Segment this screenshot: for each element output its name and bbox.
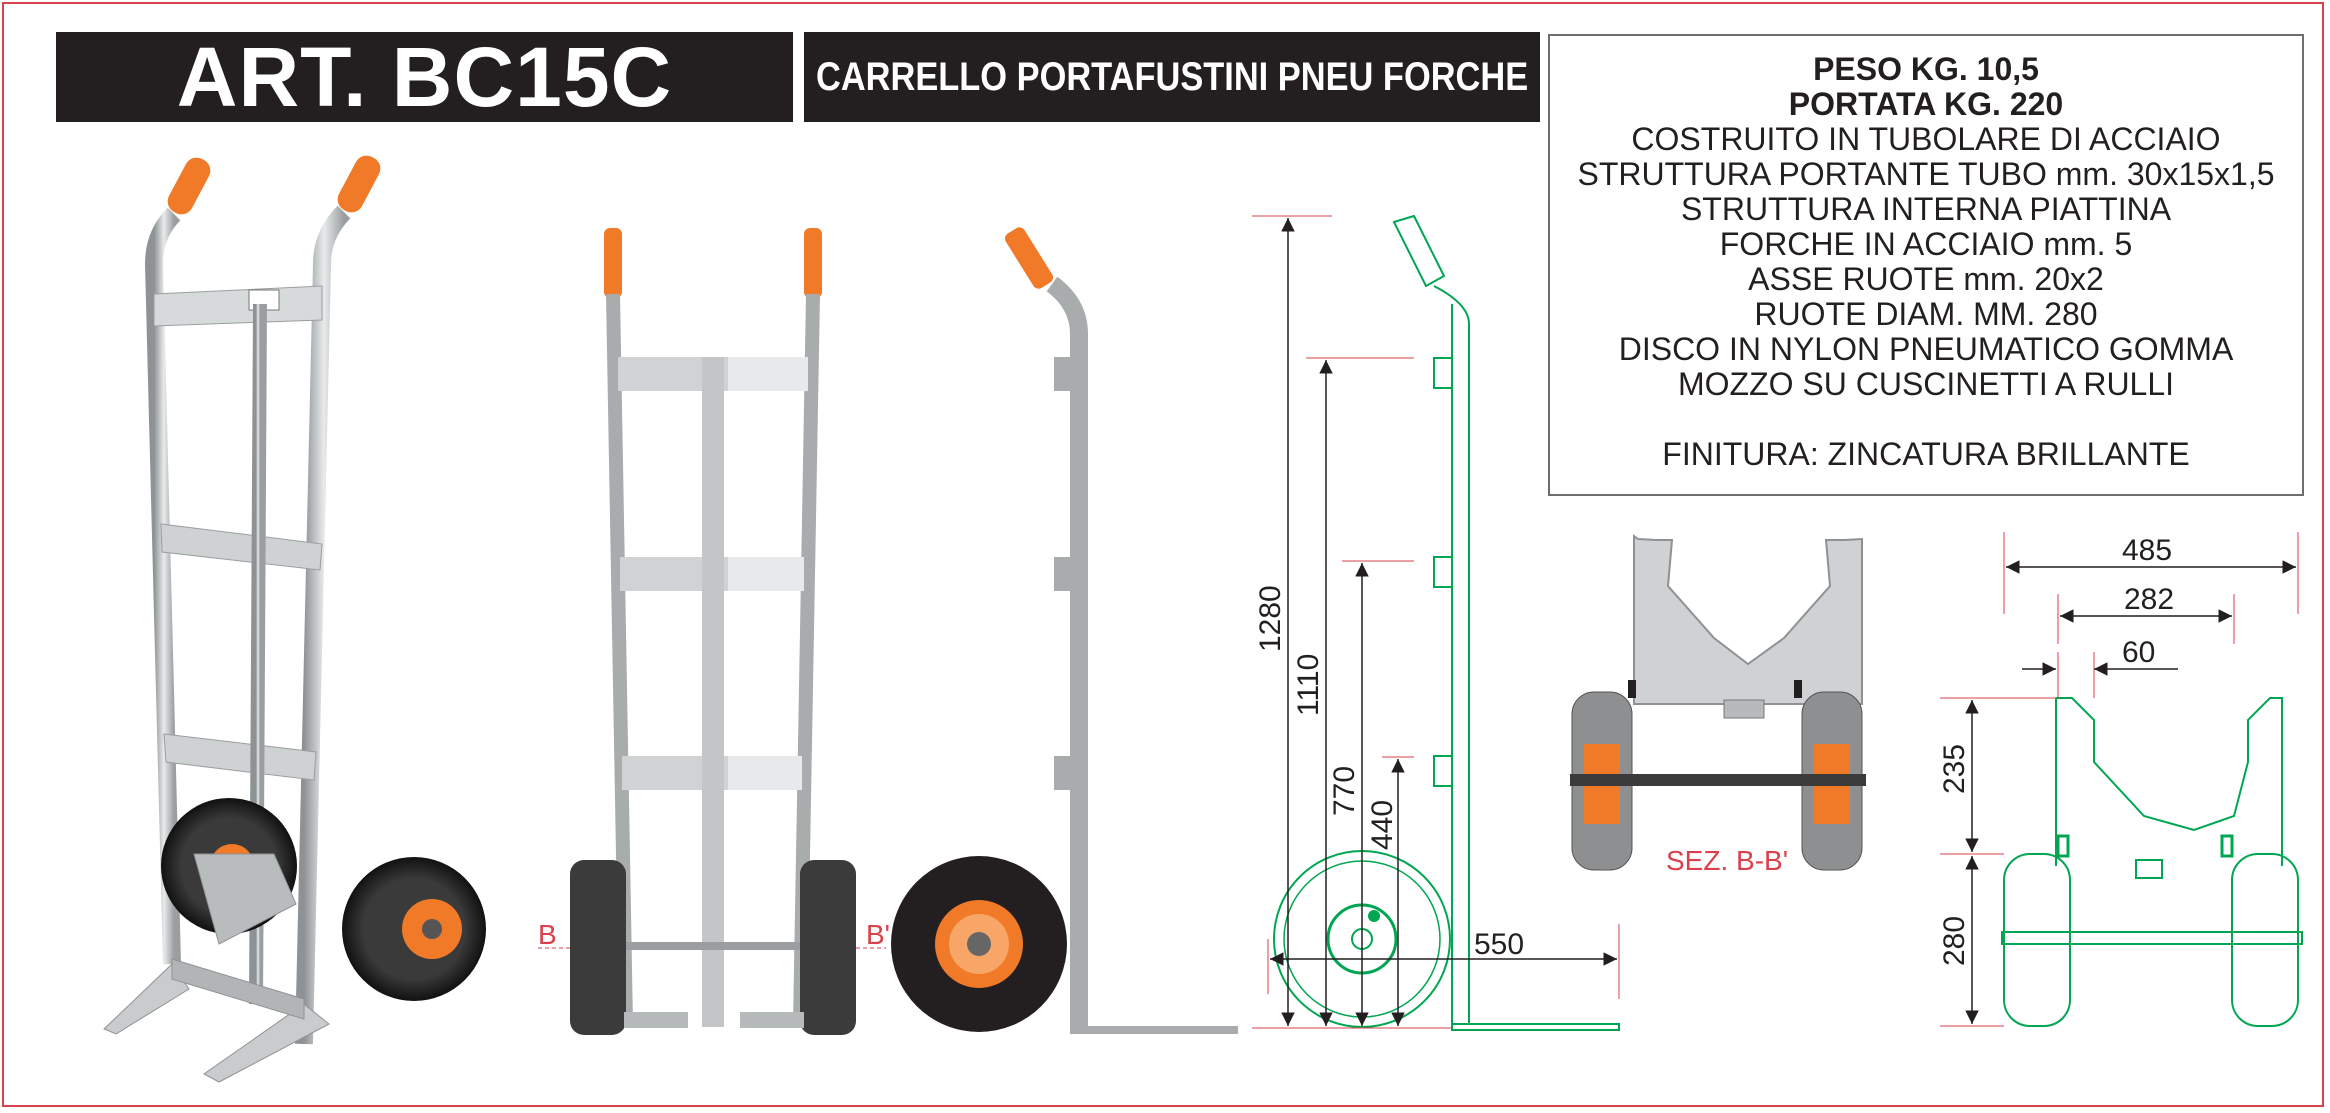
trolley-side-view — [891, 227, 1238, 1034]
spec-weight: PESO KG. 10,5 — [1813, 51, 2039, 87]
spec-line: RUOTE DIAM. MM. 280 — [1754, 296, 2098, 332]
trolley-photo — [103, 155, 486, 1083]
section-mark-left: B — [538, 919, 557, 950]
technical-drawing: B B' — [103, 155, 2303, 1083]
spec-capacity: PORTATA KG. 220 — [1788, 86, 2064, 122]
specifications-box: PESO KG. 10,5 PORTATA KG. 220 COSTRUITO … — [1548, 34, 2304, 496]
dim-crossbar-3: 1110 — [1292, 654, 1325, 716]
spec-line: STRUTTURA INTERNA PIATTINA — [1680, 191, 2172, 227]
dim-fork-length: 235 — [1938, 744, 1971, 794]
spec-finish: FINITURA: ZINCATURA BRILLANTE — [1662, 436, 2190, 472]
section-mark-right: B' — [866, 919, 890, 950]
dim-wheel-zone: 280 — [1938, 916, 1971, 966]
dim-total-height: 1280 — [1254, 585, 1287, 652]
spec-line: FORCHE IN ACCIAIO mm. 5 — [1719, 226, 2133, 262]
section-bb-view: SEZ. B-B' — [1570, 534, 1866, 876]
spec-line: STRUTTURA PORTANTE TUBO mm. 30x15x1,5 — [1577, 156, 2275, 192]
dim-depth: 550 — [1474, 928, 1524, 961]
dim-inner-width: 282 — [2124, 583, 2174, 616]
spec-line: ASSE RUOTE mm. 20x2 — [1748, 261, 2104, 297]
side-dimension-drawing: 1280 1110 770 440 550 — [1252, 214, 1620, 1031]
section-title: SEZ. B-B' — [1666, 845, 1788, 876]
plan-dimension-drawing: 485 282 60 235 280 — [1938, 532, 2303, 1027]
product-description: CARRELLO PORTAFUSTINI PNEU FORCHE — [804, 32, 1540, 122]
dim-crossbar-2: 770 — [1328, 766, 1361, 816]
dim-overall-width: 485 — [2122, 534, 2172, 567]
spec-line: MOZZO SU CUSCINETTI A RULLI — [1677, 366, 2175, 402]
spec-line: COSTRUITO IN TUBOLARE DI ACCIAIO — [1631, 121, 2221, 157]
trolley-front-view: B B' — [538, 228, 890, 1035]
spec-line: DISCO IN NYLON PNEUMATICO GOMMA — [1618, 331, 2234, 367]
dim-nose-offset: 60 — [2122, 636, 2155, 669]
dim-crossbar-1: 440 — [1366, 800, 1399, 850]
article-title: ART. BC15C — [56, 30, 793, 124]
